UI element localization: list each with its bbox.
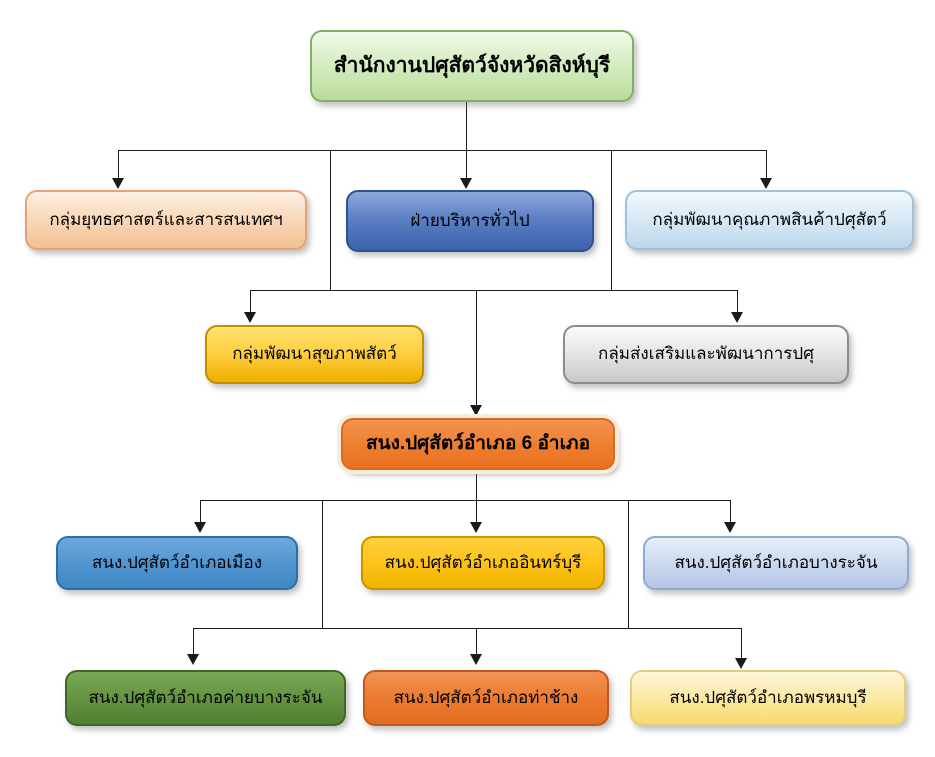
- connector-line: [766, 150, 767, 179]
- node-strategy-info-group: กลุ่มยุทธศาสตร์และสารสนเทศฯ: [25, 190, 307, 250]
- connector-arrow-icon: [194, 522, 206, 533]
- connector-line: [737, 290, 738, 313]
- connector-line: [476, 466, 477, 501]
- connector-arrow-icon: [460, 178, 472, 189]
- node-provincial-office: สำนักงานปศุสัตว์จังหวัดสิงห์บุรี: [310, 30, 634, 102]
- connector-line: [200, 500, 731, 501]
- connector-line: [611, 150, 612, 291]
- node-district-offices-hub: สนง.ปศุสัตว์อำเภอ 6 อำเภอ: [341, 418, 615, 470]
- connector-line: [322, 500, 323, 629]
- connector-line: [476, 290, 477, 406]
- connector-line: [476, 500, 477, 523]
- connector-line: [476, 628, 477, 655]
- connector-arrow-icon: [735, 658, 747, 669]
- connector-arrow-icon: [760, 178, 772, 189]
- node-promotion-dev-group: กลุ่มส่งเสริมและพัฒนาการปศุ: [563, 325, 849, 384]
- node-district-thachang: สนง.ปศุสัตว์อำเภอท่าช้าง: [363, 670, 609, 726]
- connector-line: [330, 150, 331, 291]
- node-district-phromburi: สนง.ปศุสัตว์อำเภอพรหมบุรี: [630, 670, 906, 726]
- connector-line: [466, 98, 467, 151]
- connector-line: [741, 628, 742, 659]
- connector-line: [200, 500, 201, 523]
- node-district-mueang: สนง.ปศุสัตว์อำเภอเมือง: [56, 536, 298, 590]
- node-product-quality-group: กลุ่มพัฒนาคุณภาพสินค้าปศุสัตว์: [625, 190, 914, 250]
- node-general-admin: ฝ่ายบริหารทั่วไป: [346, 190, 594, 252]
- connector-arrow-icon: [470, 405, 482, 416]
- connector-line: [118, 150, 767, 151]
- connector-arrow-icon: [731, 312, 743, 323]
- connector-arrow-icon: [187, 654, 199, 665]
- node-animal-health-group: กลุ่มพัฒนาสุขภาพสัตว์: [205, 325, 424, 384]
- connector-arrow-icon: [470, 654, 482, 665]
- connector-arrow-icon: [724, 522, 736, 533]
- node-district-bangrachan: สนง.ปศุสัตว์อำเภอบางระจัน: [643, 536, 909, 590]
- connector-arrow-icon: [112, 178, 124, 189]
- connector-line: [193, 628, 194, 655]
- connector-line: [118, 150, 119, 179]
- node-district-khai-bangrachan: สนง.ปศุสัตว์อำเภอค่ายบางระจัน: [65, 670, 346, 726]
- connector-arrow-icon: [470, 522, 482, 533]
- node-district-inburi: สนง.ปศุสัตว์อำเภออินทร์บุรี: [361, 536, 605, 590]
- connector-line: [628, 500, 629, 629]
- connector-line: [193, 628, 742, 629]
- connector-line: [730, 500, 731, 523]
- connector-line: [250, 290, 738, 291]
- connector-line: [466, 150, 467, 179]
- connector-arrow-icon: [244, 312, 256, 323]
- connector-line: [250, 290, 251, 313]
